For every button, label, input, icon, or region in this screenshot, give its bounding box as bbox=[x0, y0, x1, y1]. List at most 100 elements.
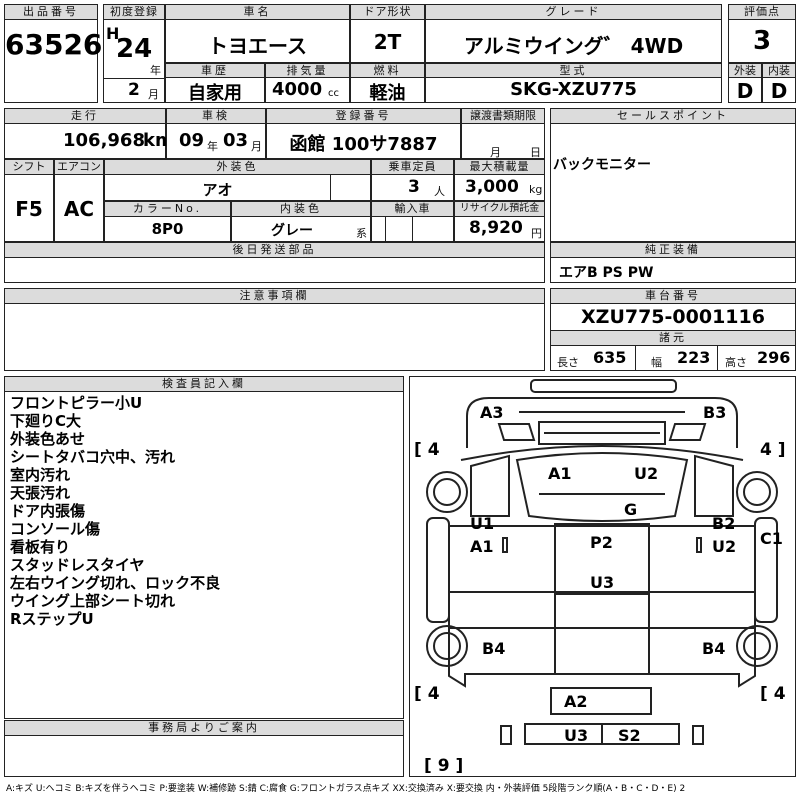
chassis-no: XZU775-0001116 bbox=[581, 306, 765, 328]
center-panel bbox=[554, 523, 650, 595]
tail-light-right bbox=[692, 725, 704, 745]
model-cell: SKG-XZU775 bbox=[425, 77, 722, 103]
transfer-month-unit: 月 bbox=[490, 146, 501, 159]
first-reg-era: H bbox=[106, 24, 120, 43]
car-name: トヨエース bbox=[208, 34, 307, 58]
equipment: エアB PS PW bbox=[559, 265, 654, 281]
reg-no-header: 登録番号 bbox=[266, 108, 461, 124]
roof-strip bbox=[530, 379, 677, 393]
caution-header: 注意事項欄 bbox=[4, 288, 545, 304]
int-color-suffix: 系 bbox=[356, 227, 367, 240]
wheel-front-left bbox=[426, 471, 468, 513]
inspector-note: 天張汚れ bbox=[10, 484, 71, 502]
wheel-front-right-hub bbox=[743, 478, 771, 506]
max-load-cell: 3,000 kg bbox=[454, 174, 545, 201]
inspection-year-unit: 年 bbox=[207, 140, 218, 153]
inspection-year: 09 bbox=[179, 130, 205, 151]
spec-height: 296 bbox=[757, 348, 791, 367]
wheel-rear-right-hub bbox=[743, 632, 771, 660]
body-lower bbox=[448, 591, 756, 629]
wheel-rear-left bbox=[426, 625, 468, 667]
sales-point-header: セールスポイント bbox=[550, 108, 796, 124]
interior-grade: D bbox=[770, 79, 788, 103]
inspector-notes: フロントピラー小U 下廻りC大 外装色あせ シートタバコ穴中、汚れ 室内汚れ 天… bbox=[10, 394, 400, 628]
sales-point-cell: バックモニター bbox=[550, 123, 796, 242]
door-left bbox=[470, 454, 510, 517]
later-parts-header: 後日発送部品 bbox=[4, 242, 545, 258]
mark-u3-mid: U3 bbox=[590, 573, 615, 592]
rear-center-panel bbox=[554, 627, 650, 675]
office-cell bbox=[4, 735, 404, 777]
history-cell: 自家用 bbox=[165, 77, 265, 104]
vehicle-diagram-frame bbox=[409, 376, 796, 777]
first-reg-month: 2 bbox=[128, 80, 140, 100]
mark-g: G bbox=[624, 500, 638, 519]
interior-cell: D bbox=[762, 77, 796, 103]
reg-no: 函館 100サ7887 bbox=[289, 134, 438, 155]
mileage-cell: 106,968 km bbox=[4, 123, 174, 159]
inspector-note: フロントピラー小U bbox=[10, 394, 143, 412]
exterior-header: 外装 bbox=[728, 63, 762, 78]
int-color-cell: グレー 系 bbox=[231, 216, 371, 242]
max-load: 3,000 bbox=[465, 177, 519, 197]
displacement: 4000 bbox=[272, 79, 323, 100]
tread-front-right-value: 4 bbox=[760, 440, 772, 460]
side-right bbox=[754, 517, 778, 623]
score: 3 bbox=[752, 26, 772, 56]
tread-spare: [ 9 ] bbox=[424, 756, 464, 776]
tread-front-left: [ 4 bbox=[414, 440, 440, 460]
mark-a2: A2 bbox=[564, 692, 588, 711]
headlight-right bbox=[668, 423, 707, 441]
int-color-header: 内装色 bbox=[231, 201, 371, 217]
mark-a1-top: A1 bbox=[548, 464, 572, 483]
handle-left bbox=[502, 537, 508, 553]
inspector-note: 室内汚れ bbox=[10, 466, 71, 484]
equipment-cell: エアB PS PW bbox=[550, 257, 796, 283]
recycle-header: リサイクル預託金 bbox=[454, 201, 545, 217]
import-cell bbox=[371, 216, 454, 242]
equipment-header: 純正装備 bbox=[550, 242, 796, 258]
inspector-note: 看板有り bbox=[10, 538, 71, 556]
score-header: 評価点 bbox=[728, 4, 796, 20]
ext-color-header: 外装色 bbox=[104, 159, 371, 175]
mark-c1: C1 bbox=[760, 529, 783, 548]
first-reg-year-unit: 年 bbox=[150, 64, 161, 77]
model-header: 型式 bbox=[425, 63, 722, 78]
reg-no-cell: 函館 100サ7887 bbox=[266, 123, 461, 159]
door-type: 2T bbox=[373, 30, 402, 54]
chassis-header: 車台番号 bbox=[550, 288, 796, 304]
int-color: グレー bbox=[271, 223, 313, 239]
inspector-note: ウイング上部シート切れ bbox=[10, 592, 176, 610]
history: 自家用 bbox=[188, 83, 242, 104]
color-no-cell: 8P0 bbox=[104, 216, 231, 242]
spec-width: 223 bbox=[677, 348, 711, 367]
headlight-left bbox=[497, 423, 536, 441]
wheel-front-right bbox=[736, 471, 778, 513]
color-no: 8P0 bbox=[151, 220, 184, 238]
displacement-unit: cc bbox=[328, 88, 339, 99]
mark-a3: A3 bbox=[480, 403, 504, 422]
displacement-cell: 4000 cc bbox=[265, 77, 350, 103]
first-reg-year: 24 bbox=[116, 34, 153, 64]
inspector-note: ドア内張傷 bbox=[10, 502, 86, 520]
door-header: ドア形状 bbox=[350, 4, 425, 20]
tread-rear-left: [ 4 bbox=[414, 684, 440, 704]
truck-diagram bbox=[426, 379, 778, 745]
tread-front-right: 4 ] bbox=[760, 440, 786, 460]
cab-roof-arc bbox=[460, 445, 744, 461]
damage-legend: A:キズ U:ヘコミ B:キズを伴うヘコミ P:要塗装 W:補修跡 S:錆 C:… bbox=[6, 784, 686, 794]
windshield bbox=[515, 452, 689, 522]
max-load-unit: kg bbox=[529, 183, 543, 196]
transfer-header: 譲渡書類期限 bbox=[461, 108, 545, 124]
ac-header: エアコン bbox=[54, 159, 104, 175]
fuel-cell: 軽油 bbox=[350, 77, 425, 104]
first-reg-header: 初度登録 bbox=[103, 4, 165, 20]
mark-b4-left: B4 bbox=[482, 639, 506, 658]
cab-front bbox=[466, 397, 738, 448]
mark-u2-top: U2 bbox=[634, 464, 659, 483]
inspector-header: 検査員記入欄 bbox=[4, 376, 404, 392]
fuel-header: 燃料 bbox=[350, 63, 425, 78]
inspector-note: コンソール傷 bbox=[10, 520, 101, 538]
fuel: 軽油 bbox=[369, 83, 406, 104]
tread-rear-right: [ 4 bbox=[760, 684, 786, 704]
